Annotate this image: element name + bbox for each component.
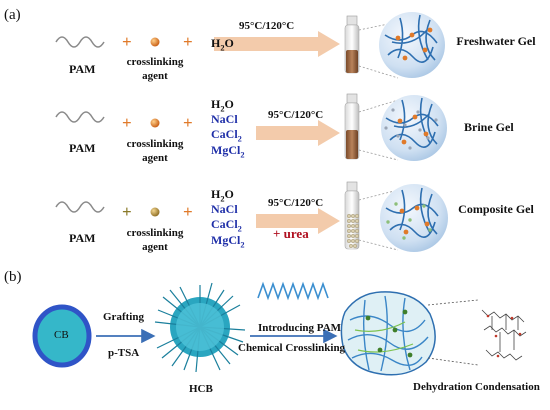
network-cube-icon [340,291,436,376]
introducing-pam-label: Introducing PAM [258,322,342,334]
plus-sign: + [183,202,193,221]
plus-sign: + [122,32,132,51]
plus-sign: + [122,202,132,221]
pam-label: PAM [69,231,96,245]
plus-sign: + [183,113,193,132]
vial-icon [344,93,360,160]
crosslinker-ball-icon [150,37,160,47]
hcb-label: HCB [189,383,213,395]
conditions-label: 95°C/120°C [268,197,324,209]
cb-label: CB [54,329,69,341]
molecular-structure-icon [481,309,527,361]
crosslinking-agent-label: crosslinking agent [126,138,184,164]
panel-a-label: (a) [4,7,21,23]
solvent-mgcl2: MgCl2 [211,233,245,250]
solvent-water: H2O [211,187,234,204]
pam-label: PAM [69,141,96,155]
plus-sign: + [122,113,132,132]
conditions-label: 95°C/120°C [239,20,295,32]
pam-chain-icon [55,201,105,213]
pam-label: PAM [69,62,96,76]
hcb-particle-icon [154,282,246,373]
pam-chain-icon [55,36,105,48]
network-sphere-icon [379,12,445,78]
conditions-label: 95°C/120°C [268,109,324,121]
crosslinking-agent-label: crosslinking agent [126,227,184,253]
gel-label: Composite Gel [458,202,534,216]
panel-b-label: (b) [4,269,22,285]
grafting-label: Grafting [103,311,144,323]
gel-label: Brine Gel [464,120,514,134]
plus-sign: + [183,32,193,51]
solvent-cacl2: CaCl2 [211,217,242,234]
process-arrow [256,208,340,234]
crosslinker-ball-icon [150,207,160,217]
solvent-water: H2O [211,97,234,114]
solvent-nacl: NaCl [211,202,238,216]
chemical-crosslinking-label: Chemical Crosslinking [238,342,346,354]
vial-icon [344,181,360,250]
process-arrow [214,31,340,57]
crosslinking-agent-label: crosslinking agent [126,56,184,82]
pam-wave-icon [257,281,329,301]
gel-label: Freshwater Gel [456,34,536,48]
process-arrow [256,120,340,146]
cb-particle-icon [32,304,92,368]
crosslinker-ball-icon [150,118,160,128]
solvent-water: H2O [211,36,234,53]
solvent-cacl2: CaCl2 [211,127,242,144]
dehydration-condensation-label: Dehydration Condensation [413,381,540,393]
network-sphere-icon [380,184,448,252]
pam-chain-icon [55,111,105,123]
network-sphere-icon [381,95,447,161]
solvent-nacl: NaCl [211,112,238,126]
solvent-mgcl2: MgCl2 [211,143,245,160]
vial-icon [344,15,360,74]
ptsa-label: p-TSA [108,347,140,359]
urea-additive: + urea [273,226,309,241]
